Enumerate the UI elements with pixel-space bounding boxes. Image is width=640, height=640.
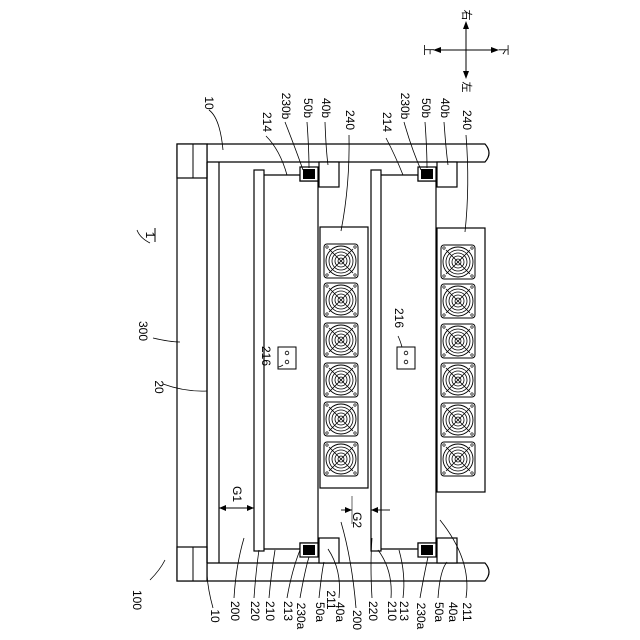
label-213-a: 213 [281,601,295,621]
label-216-b: 216 [392,308,406,328]
fan-panel-240-a [320,227,368,488]
label-211-b: 211 [460,602,474,621]
direction-down-label: 下 [497,45,509,56]
frame-300 [177,144,207,581]
gap-g1-dimension [219,505,254,511]
label-50b-a: 50b [301,98,315,118]
label-100: 100 [130,590,144,610]
label-230a-b: 230a [414,603,428,630]
label-240-b: 240 [460,110,474,130]
label-230b-a: 230b [279,93,293,120]
label-213-b: 213 [397,601,411,621]
label-300: 300 [136,321,150,341]
label-10-bottom: 10 [208,609,222,623]
label-210-b: 210 [385,601,399,621]
label-230a-a: 230a [294,603,308,630]
label-200-a: 200 [228,601,242,621]
label-240-a: 240 [343,110,357,130]
direction-right-label: 右 [460,10,474,21]
label-220-a: 220 [248,601,262,621]
label-50b-b: 50b [419,98,433,118]
label-40b-b: 40b [438,98,452,118]
rail-bottom [207,563,489,581]
fan-panel-240-b [437,228,485,492]
label-211-a: 211 [324,590,338,609]
label-20: 20 [152,380,166,394]
label-210-a: 210 [263,601,277,621]
label-40a-b: 40a [446,602,460,622]
label-220-b: 220 [366,601,380,621]
label-50a-b: 50a [432,602,446,622]
label-10-top: 10 [202,96,216,110]
label-216-a: 216 [259,346,273,366]
label-g1: G1 [230,486,244,502]
gap-g2-dimension [341,496,390,524]
label-214-a: 214 [260,112,274,132]
label-200-b: 200 [350,610,364,630]
label-g2: G2 [350,512,364,528]
label-214-b: 214 [380,112,394,132]
label-40b-a: 40b [319,98,333,118]
direction-up-label: 上 [422,45,435,56]
direction-compass: 右 左 上 下 [422,10,509,93]
rod-20 [207,162,219,563]
label-230b-b: 230b [398,93,412,120]
direction-left-label: 左 [460,82,473,93]
